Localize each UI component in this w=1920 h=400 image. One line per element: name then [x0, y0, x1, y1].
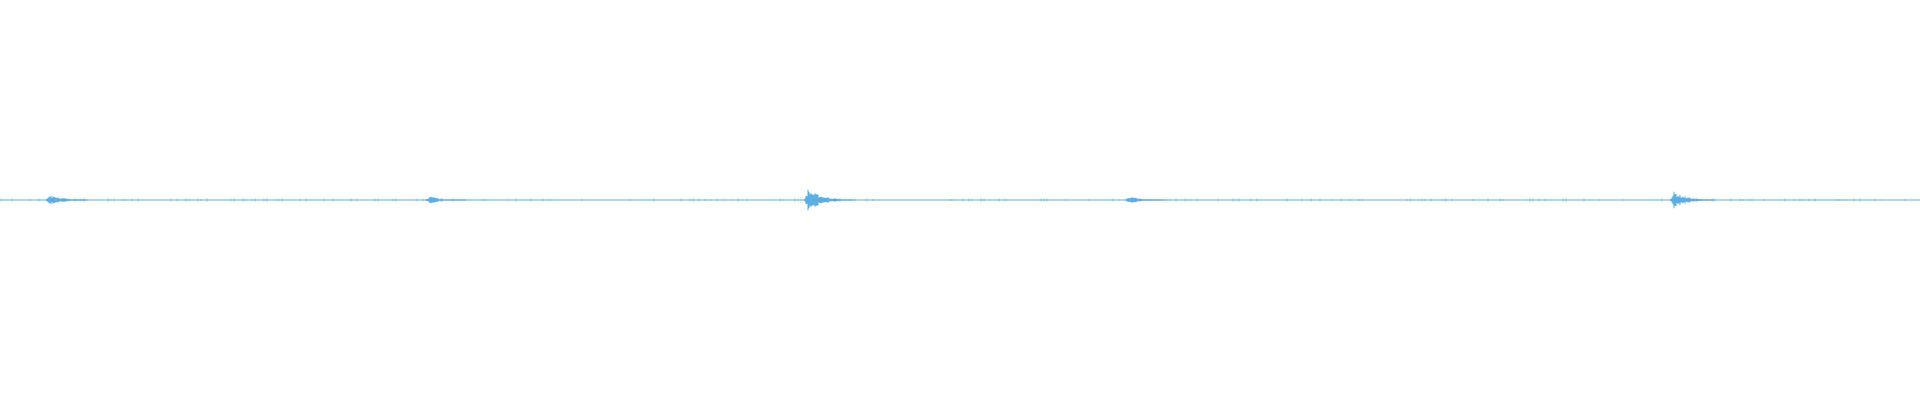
waveform-burst: [425, 196, 466, 204]
waveform-burst: [45, 195, 88, 205]
waveform-bursts: [45, 189, 1716, 211]
waveform-burst: [1669, 191, 1716, 209]
waveform-burst: [1124, 197, 1164, 203]
waveform-burst: [803, 189, 854, 211]
